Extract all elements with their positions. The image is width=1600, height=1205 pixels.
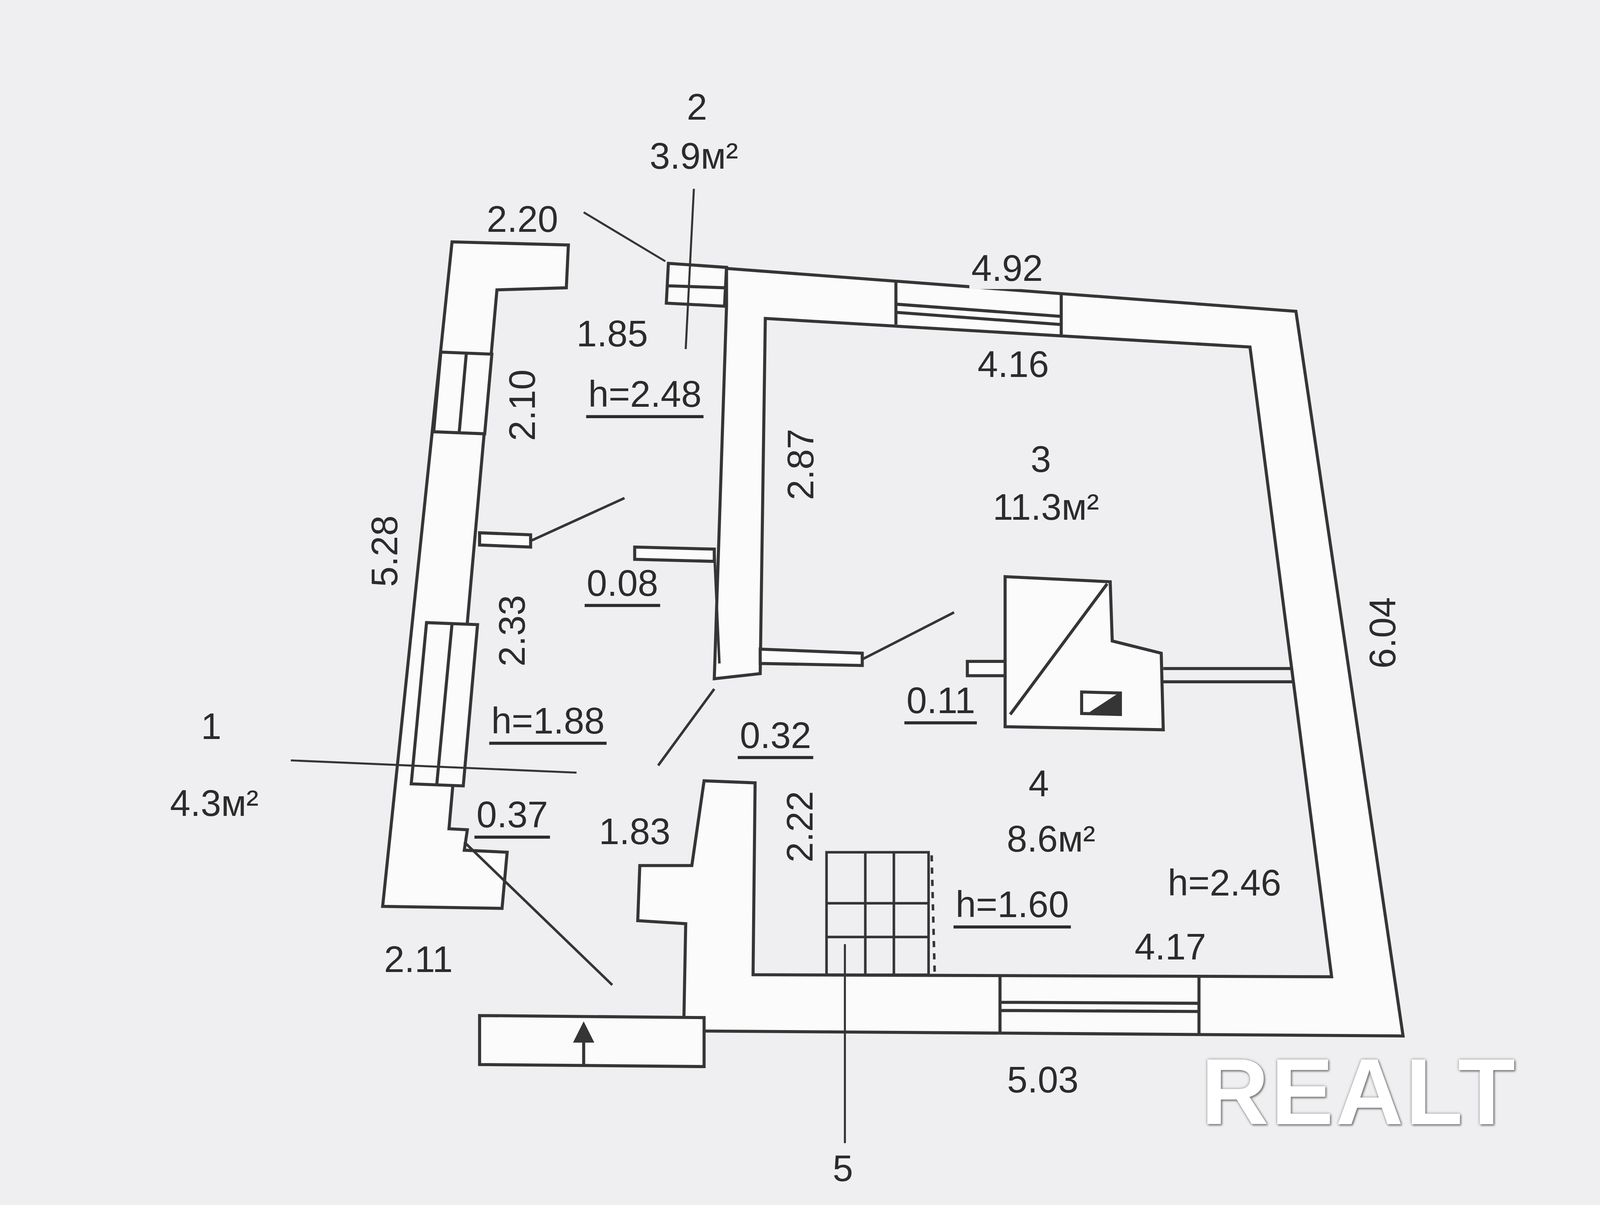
dimension: 2.11 bbox=[381, 938, 455, 980]
height-label: h=2.48 bbox=[586, 374, 704, 418]
room-number: 3 bbox=[1028, 438, 1054, 480]
door-leaf bbox=[464, 498, 955, 985]
wall bbox=[760, 649, 863, 666]
wall bbox=[666, 263, 727, 306]
window bbox=[411, 622, 478, 786]
room-number: 4 bbox=[1026, 763, 1052, 804]
room-number: 5 bbox=[830, 1148, 856, 1189]
stairs bbox=[826, 852, 929, 975]
window bbox=[1000, 976, 1199, 1034]
room-area: 4.3м² bbox=[167, 782, 261, 824]
dimension: 0.11 bbox=[904, 680, 978, 724]
room-number: 2 bbox=[684, 87, 710, 128]
room-area: 3.9м² bbox=[647, 136, 740, 177]
window bbox=[433, 352, 492, 434]
wall bbox=[967, 661, 1006, 676]
room-number: 1 bbox=[198, 706, 224, 747]
dimension: 5.28 bbox=[364, 513, 405, 590]
dimension: 2.20 bbox=[484, 199, 561, 240]
wall bbox=[634, 547, 715, 562]
dimension: 4.92 bbox=[969, 248, 1046, 289]
entry-arrowhead bbox=[575, 1024, 593, 1041]
wall bbox=[382, 241, 569, 909]
height-label: h=1.88 bbox=[489, 700, 608, 745]
height-label: h=2.46 bbox=[1165, 862, 1284, 903]
wall bbox=[479, 532, 531, 547]
watermark: REALT bbox=[1199, 1040, 1520, 1144]
porch bbox=[479, 1015, 704, 1067]
dimension: 2.22 bbox=[779, 788, 820, 865]
stove-box bbox=[1081, 691, 1121, 715]
stove bbox=[1005, 576, 1164, 730]
dimension: 5.03 bbox=[1005, 1059, 1081, 1100]
dimension: 1.83 bbox=[596, 811, 673, 852]
leader-line bbox=[290, 188, 846, 1143]
stairs-edge bbox=[931, 855, 935, 975]
partition bbox=[1163, 668, 1294, 682]
dimension: 1.85 bbox=[574, 313, 651, 354]
dimension: 0.32 bbox=[737, 714, 814, 759]
window bbox=[896, 280, 1062, 337]
dimension: 2.10 bbox=[502, 367, 543, 444]
dimension: 0.37 bbox=[474, 794, 551, 839]
dimension: 4.16 bbox=[975, 343, 1051, 385]
dimension: 4.17 bbox=[1132, 926, 1209, 968]
dimension: 6.04 bbox=[1362, 594, 1403, 671]
stove-mark bbox=[1091, 694, 1119, 713]
dimension: 2.87 bbox=[780, 426, 822, 503]
height-label: h=1.60 bbox=[953, 884, 1071, 928]
dimension: 0.08 bbox=[584, 563, 661, 607]
room-area: 11.3м² bbox=[990, 487, 1101, 528]
room-area: 8.6м² bbox=[1004, 818, 1098, 859]
dimension: 2.33 bbox=[492, 592, 533, 669]
wall bbox=[637, 268, 1404, 1036]
